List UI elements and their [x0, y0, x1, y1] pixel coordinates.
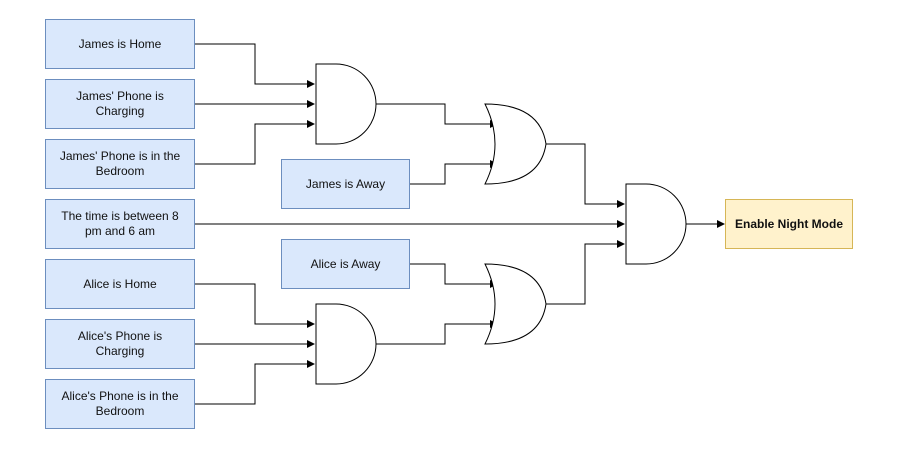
or-gate-james — [484, 103, 547, 185]
wire-alice-bedroom — [195, 360, 315, 405]
input-alice-phone-bedroom: Alice's Phone is in the Bedroom — [45, 379, 195, 429]
input-alice-home: Alice is Home — [45, 259, 195, 309]
wire-alice-home — [195, 283, 315, 328]
input-alice-away: Alice is Away — [281, 239, 410, 289]
input-james-home: James is Home — [45, 19, 195, 69]
input-james-phone-bedroom: James' Phone is in the Bedroom — [45, 139, 195, 189]
input-time-window: The time is between 8 pm and 6 am — [45, 199, 195, 249]
wire-james-home — [195, 43, 315, 88]
wire-alice-away — [410, 263, 498, 288]
or-gate-alice — [484, 263, 547, 345]
input-james-away: James is Away — [281, 159, 410, 209]
input-james-phone-charging: James' Phone is Charging — [45, 79, 195, 129]
output-enable-night-mode: Enable Night Mode — [725, 199, 853, 249]
and-gate-alice — [315, 303, 377, 385]
input-alice-phone-charging: Alice's Phone is Charging — [45, 319, 195, 369]
wire-alice-and-to-or — [376, 320, 498, 345]
wire-james-and-to-or — [376, 103, 498, 128]
wire-james-or-to-final — [546, 143, 625, 208]
wire-james-away — [410, 160, 498, 185]
wire-james-bedroom — [195, 120, 315, 165]
and-gate-final — [625, 183, 687, 265]
and-gate-james — [315, 63, 377, 145]
wire-alice-or-to-final — [546, 240, 625, 305]
